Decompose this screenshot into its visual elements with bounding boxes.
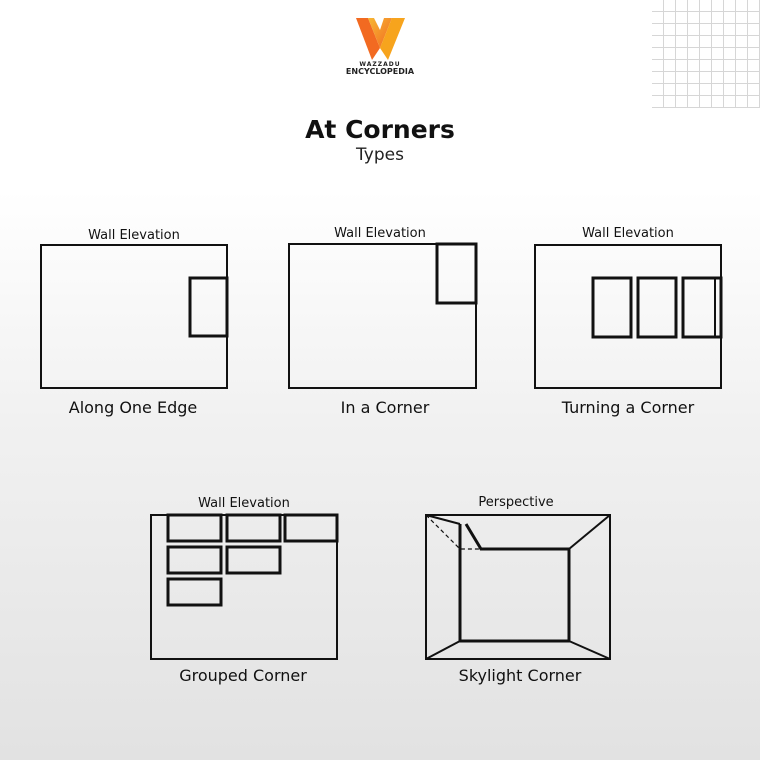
room-edge-top-right	[568, 514, 611, 550]
room-edge-bottom-right	[568, 640, 611, 660]
caption-skylight-corner: Skylight Corner	[458, 666, 582, 685]
caption-grouped-corner: Grouped Corner	[179, 666, 307, 685]
logo-w-mid	[368, 18, 392, 48]
window-grouped-3	[283, 513, 339, 543]
window-grouped-4	[166, 545, 223, 575]
wall-grouped-corner	[150, 514, 338, 660]
logo-w-left	[356, 18, 380, 60]
logo-w-right	[380, 18, 405, 60]
caption-turning-a-corner: Turning a Corner	[561, 398, 695, 417]
window-grouped-6	[166, 577, 223, 607]
room-edge-bottom-left	[425, 640, 461, 660]
page-subtitle: Types	[356, 145, 404, 165]
window-grouped-2	[225, 513, 282, 543]
room-edge-top-left	[425, 514, 461, 525]
room-outer	[425, 514, 611, 660]
view-label-5: Perspective	[478, 495, 554, 510]
window-turning-3	[681, 276, 723, 339]
skylight-dashed	[425, 514, 481, 550]
window-in-a-corner	[435, 242, 478, 305]
window-grouped-1	[166, 513, 223, 543]
brand-line1: WAZZADU	[359, 61, 401, 68]
view-label-1: Wall Elevation	[88, 228, 180, 243]
wall-turning-a-corner	[534, 244, 722, 389]
window-turning-2	[636, 276, 678, 339]
page-title: At Corners	[305, 115, 455, 144]
view-label-3: Wall Elevation	[582, 226, 674, 241]
window-grouped-5	[225, 545, 282, 575]
wall-along-one-edge	[40, 244, 228, 389]
view-label-4: Wall Elevation	[198, 496, 290, 511]
caption-in-a-corner: In a Corner	[340, 398, 430, 417]
wall-in-a-corner	[288, 243, 477, 389]
room-back-wall	[458, 523, 571, 643]
window-along-one-edge	[188, 276, 229, 338]
view-label-2: Wall Elevation	[334, 226, 426, 241]
brand-line2: ENCYCLOPEDIA	[345, 67, 415, 76]
caption-along-one-edge: Along One Edge	[68, 398, 198, 417]
grid-decoration	[652, 0, 760, 108]
window-turning-1	[591, 276, 633, 339]
